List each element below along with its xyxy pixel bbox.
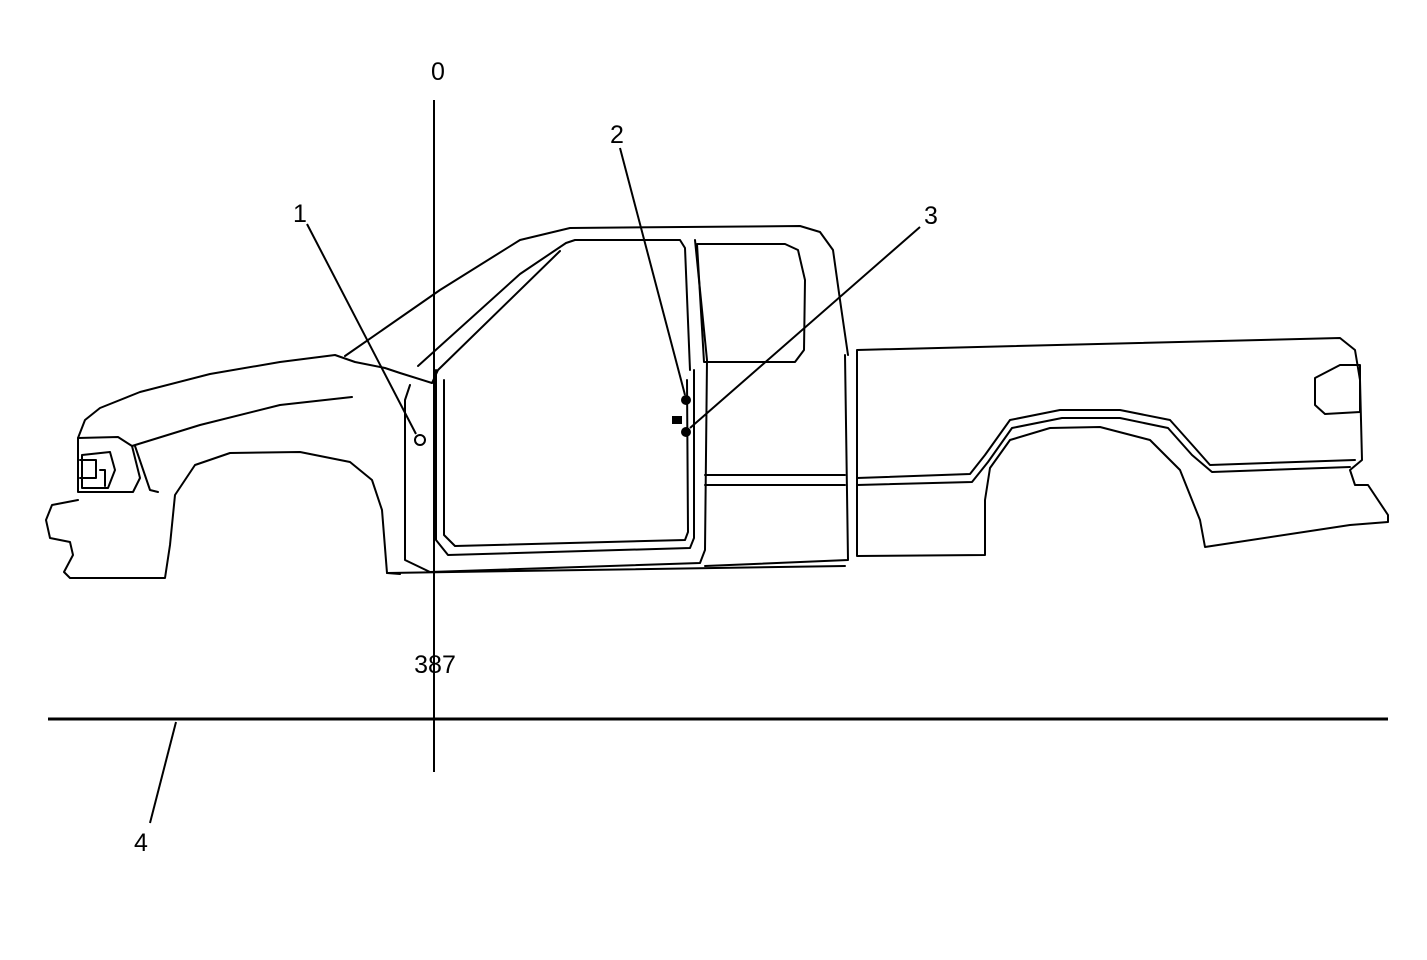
- front-door-opening: [404, 239, 708, 573]
- rocker-panel: [386, 565, 846, 574]
- callout-label-4: 4: [134, 829, 148, 857]
- reference-bottom-label: 387: [414, 651, 456, 679]
- rear-cab-window: [696, 243, 806, 363]
- cab-rear-pillar: [704, 354, 849, 567]
- hood: [77, 354, 433, 439]
- headlamp: [77, 436, 141, 493]
- a-pillar-front: [431, 250, 561, 384]
- windshield-outer: [344, 225, 849, 357]
- grille-detail: [79, 459, 106, 487]
- marker-point-3: [681, 427, 691, 437]
- leader-line-3: [689, 226, 921, 429]
- cab-belt-line: [704, 474, 846, 486]
- callout-label-2: 2: [610, 121, 624, 149]
- bed-side-crease-2: [856, 417, 1351, 486]
- pickup-truck-body: [45, 225, 1389, 579]
- tail-lamp: [1314, 364, 1361, 415]
- marker-point-2: [681, 395, 691, 405]
- callout-label-3: 3: [924, 202, 938, 230]
- marker-point-1: [414, 434, 426, 446]
- leader-line-4: [149, 721, 177, 824]
- reference-top-label: 0: [431, 58, 445, 86]
- leader-line-2: [619, 147, 686, 396]
- bed-side-crease: [856, 409, 1356, 479]
- hood-crease: [131, 396, 353, 447]
- door-inner-outline: [435, 369, 695, 556]
- leader-line-1: [306, 223, 417, 435]
- front-fender: [134, 445, 159, 493]
- striker-square: [672, 416, 682, 424]
- truck-bed: [856, 337, 1389, 557]
- windshield-inner: [417, 239, 691, 371]
- callout-label-1: 1: [293, 200, 307, 228]
- door-inner-outline-2: [443, 379, 689, 547]
- front-bumper: [45, 451, 401, 579]
- headlamp-inner: [81, 451, 116, 489]
